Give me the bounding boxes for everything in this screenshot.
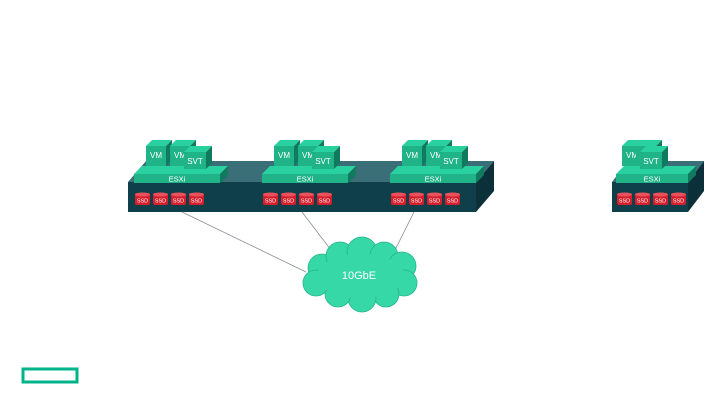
ssd-label: SSD	[319, 199, 330, 205]
ssd-label: SSD	[447, 199, 458, 205]
ssd-drive: SSD	[153, 192, 168, 205]
ssd-drive: SSD	[671, 192, 686, 205]
vm-box: VM	[146, 140, 172, 166]
ssd-label: SSD	[155, 199, 166, 205]
ssd-label: SSD	[393, 199, 404, 205]
esxi-label: ESXi	[169, 175, 186, 184]
esxi-label: ESXi	[425, 175, 442, 184]
esxi-layer: ESXi	[390, 166, 484, 184]
ssd-drive: SSD	[281, 192, 296, 205]
host-4-slab-right	[688, 161, 704, 212]
esxi-layer: ESXi	[262, 166, 356, 184]
ssd-label: SSD	[429, 199, 440, 205]
esxi-label: ESXi	[297, 175, 314, 184]
svt-box: SVT	[640, 146, 668, 169]
vm-label: VM	[430, 151, 442, 160]
ssd-label: SSD	[301, 199, 312, 205]
link-host-2	[301, 211, 335, 255]
ssd-drive: SSD	[263, 192, 278, 205]
svt-box: SVT	[312, 146, 340, 169]
vm-label: VM	[150, 151, 162, 160]
ssd-label: SSD	[265, 199, 276, 205]
esxi-layer: ESXi	[616, 166, 696, 184]
ssd-drive: SSD	[299, 192, 314, 205]
esxi-label: ESXi	[644, 175, 661, 184]
ssd-label: SSD	[619, 199, 630, 205]
svt-box: SVT	[440, 146, 468, 169]
svt-label: SVT	[315, 157, 331, 166]
svt-label: SVT	[443, 157, 459, 166]
ssd-drive: SSD	[409, 192, 424, 205]
ssd-drive: SSD	[391, 192, 406, 205]
ssd-label: SSD	[637, 199, 648, 205]
ssd-drive: SSD	[189, 192, 204, 205]
ssd-drive: SSD	[635, 192, 650, 205]
vm-label: VM	[302, 151, 314, 160]
ssd-label: SSD	[283, 199, 294, 205]
ssd-drive: SSD	[171, 192, 186, 205]
ssd-label: SSD	[673, 199, 684, 205]
cluster-slab-right	[476, 161, 494, 212]
ssd-drive: SSD	[135, 192, 150, 205]
ssd-drive: SSD	[445, 192, 460, 205]
ssd-drive: SSD	[617, 192, 632, 205]
ssd-drive: SSD	[653, 192, 668, 205]
ssd-drive: SSD	[427, 192, 442, 205]
network-label: 10GbE	[342, 270, 376, 282]
ssd-drive: SSD	[317, 192, 332, 205]
ssd-label: SSD	[173, 199, 184, 205]
vm-label: VM	[278, 151, 290, 160]
ssd-label: SSD	[655, 199, 666, 205]
svt-label: SVT	[187, 157, 203, 166]
vm-label: VM	[174, 151, 186, 160]
vm-box: VM	[274, 140, 300, 166]
hpe-logo	[21, 367, 79, 384]
esxi-layer: ESXi	[134, 166, 228, 184]
ssd-label: SSD	[411, 199, 422, 205]
vm-box: VM	[402, 140, 428, 166]
link-host-1	[181, 211, 307, 273]
network-cloud: 10GbE	[302, 236, 418, 313]
vm-label: VM	[406, 151, 418, 160]
ssd-label: SSD	[191, 199, 202, 205]
ssd-label: SSD	[137, 199, 148, 205]
vm-label: VM	[626, 151, 638, 160]
svt-box: SVT	[184, 146, 212, 169]
svt-label: SVT	[643, 157, 659, 166]
